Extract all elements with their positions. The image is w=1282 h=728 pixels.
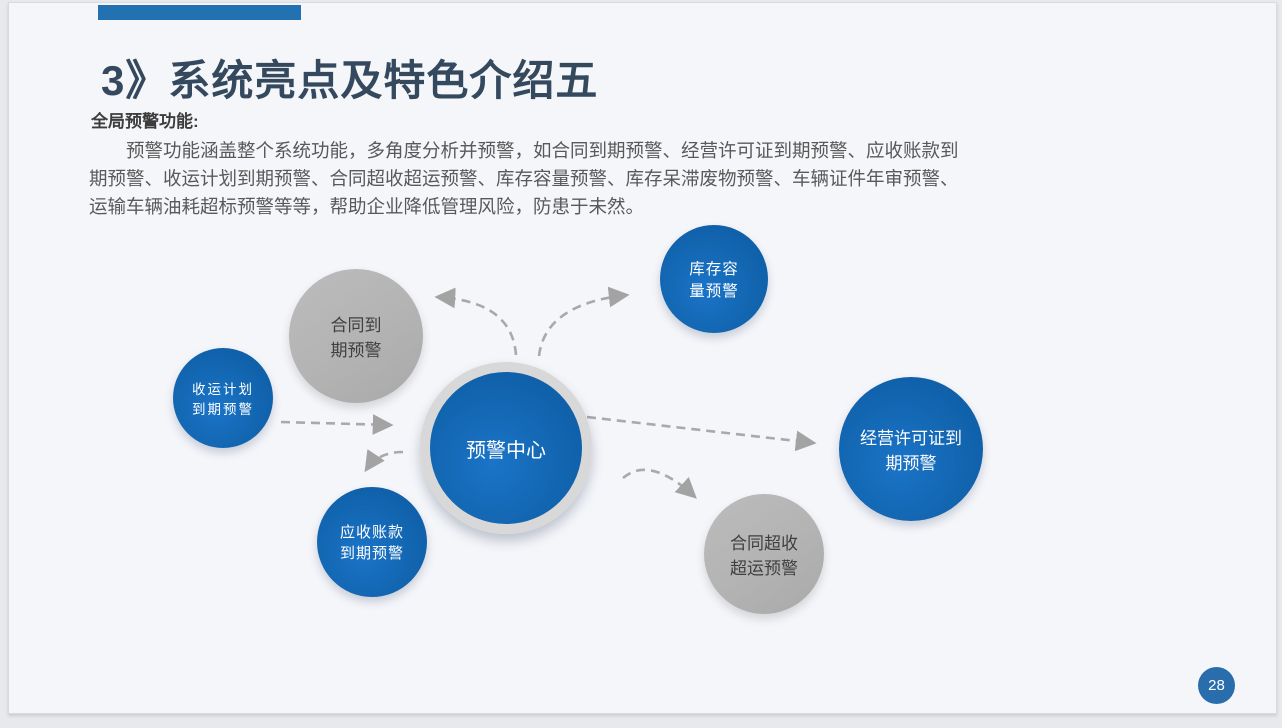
node-license-expiry-warning: 经营许可证到 期预警 <box>839 377 983 521</box>
node-label: 库存容 量预警 <box>689 261 739 300</box>
node-contract-expiry-warning: 合同到 期预警 <box>289 269 423 403</box>
arrow-collection-plan-to-center <box>280 414 394 435</box>
accent-bar <box>98 5 301 20</box>
intro-line: 运输车辆油耗超标预警等等，帮助企业降低管理风险，防患于未然。 <box>89 196 645 217</box>
intro-paragraph: 预警功能涵盖整个系统功能，多角度分析并预警，如合同到期预警、经营许可证到期预警、… <box>89 137 1019 221</box>
node-label: 收运计划 到期预警 <box>192 382 254 417</box>
intro-heading: 全局预警功能: <box>91 112 199 131</box>
node-label: 应收账款 到期预警 <box>339 524 404 562</box>
arrow-center-to-contract-overrun <box>622 468 697 499</box>
node-label: 经营许可证到 期预警 <box>860 429 962 473</box>
page-number: 28 <box>1208 677 1225 694</box>
node-contract-overrun-warning: 合同超收 超运预警 <box>704 494 824 614</box>
node-warning-center: 预警中心 <box>420 362 592 534</box>
arrow-center-to-inventory-capacity <box>537 286 630 357</box>
page-title: 3》系统亮点及特色介绍五 <box>101 57 599 104</box>
node-collection-plan-expiry-warning: 收运计划 到期预警 <box>173 348 273 448</box>
arrow-center-to-receivables-due <box>364 449 404 473</box>
node-label: 合同到 期预警 <box>330 316 382 360</box>
node-label: 合同超收 超运预警 <box>730 534 798 578</box>
intro-line: 预警功能涵盖整个系统功能，多角度分析并预警，如合同到期预警、经营许可证到期预警、… <box>126 140 959 161</box>
connector-arrows <box>280 286 817 499</box>
warning-center-diagram: 预警中心 合同到 期预警 收运计划 到期预警 库存容 量预警 经营许可证到 期预… <box>9 3 1278 715</box>
page-number-badge: 28 <box>1198 667 1235 704</box>
node-inventory-capacity-warning: 库存容 量预警 <box>660 225 768 333</box>
slide: 3》系统亮点及特色介绍五 全局预警功能: 预警功能涵盖整个系统功能，多角度分析并… <box>8 2 1277 714</box>
arrow-center-to-license-expiry <box>586 415 817 452</box>
node-receivables-due-warning: 应收账款 到期预警 <box>317 487 427 597</box>
node-label: 预警中心 <box>466 439 546 462</box>
intro-line: 期预警、收运计划到期预警、合同超收超运预警、库存容量预警、库存呆滞废物预警、车辆… <box>89 168 959 189</box>
arrow-center-to-contract-expiry <box>434 287 518 356</box>
